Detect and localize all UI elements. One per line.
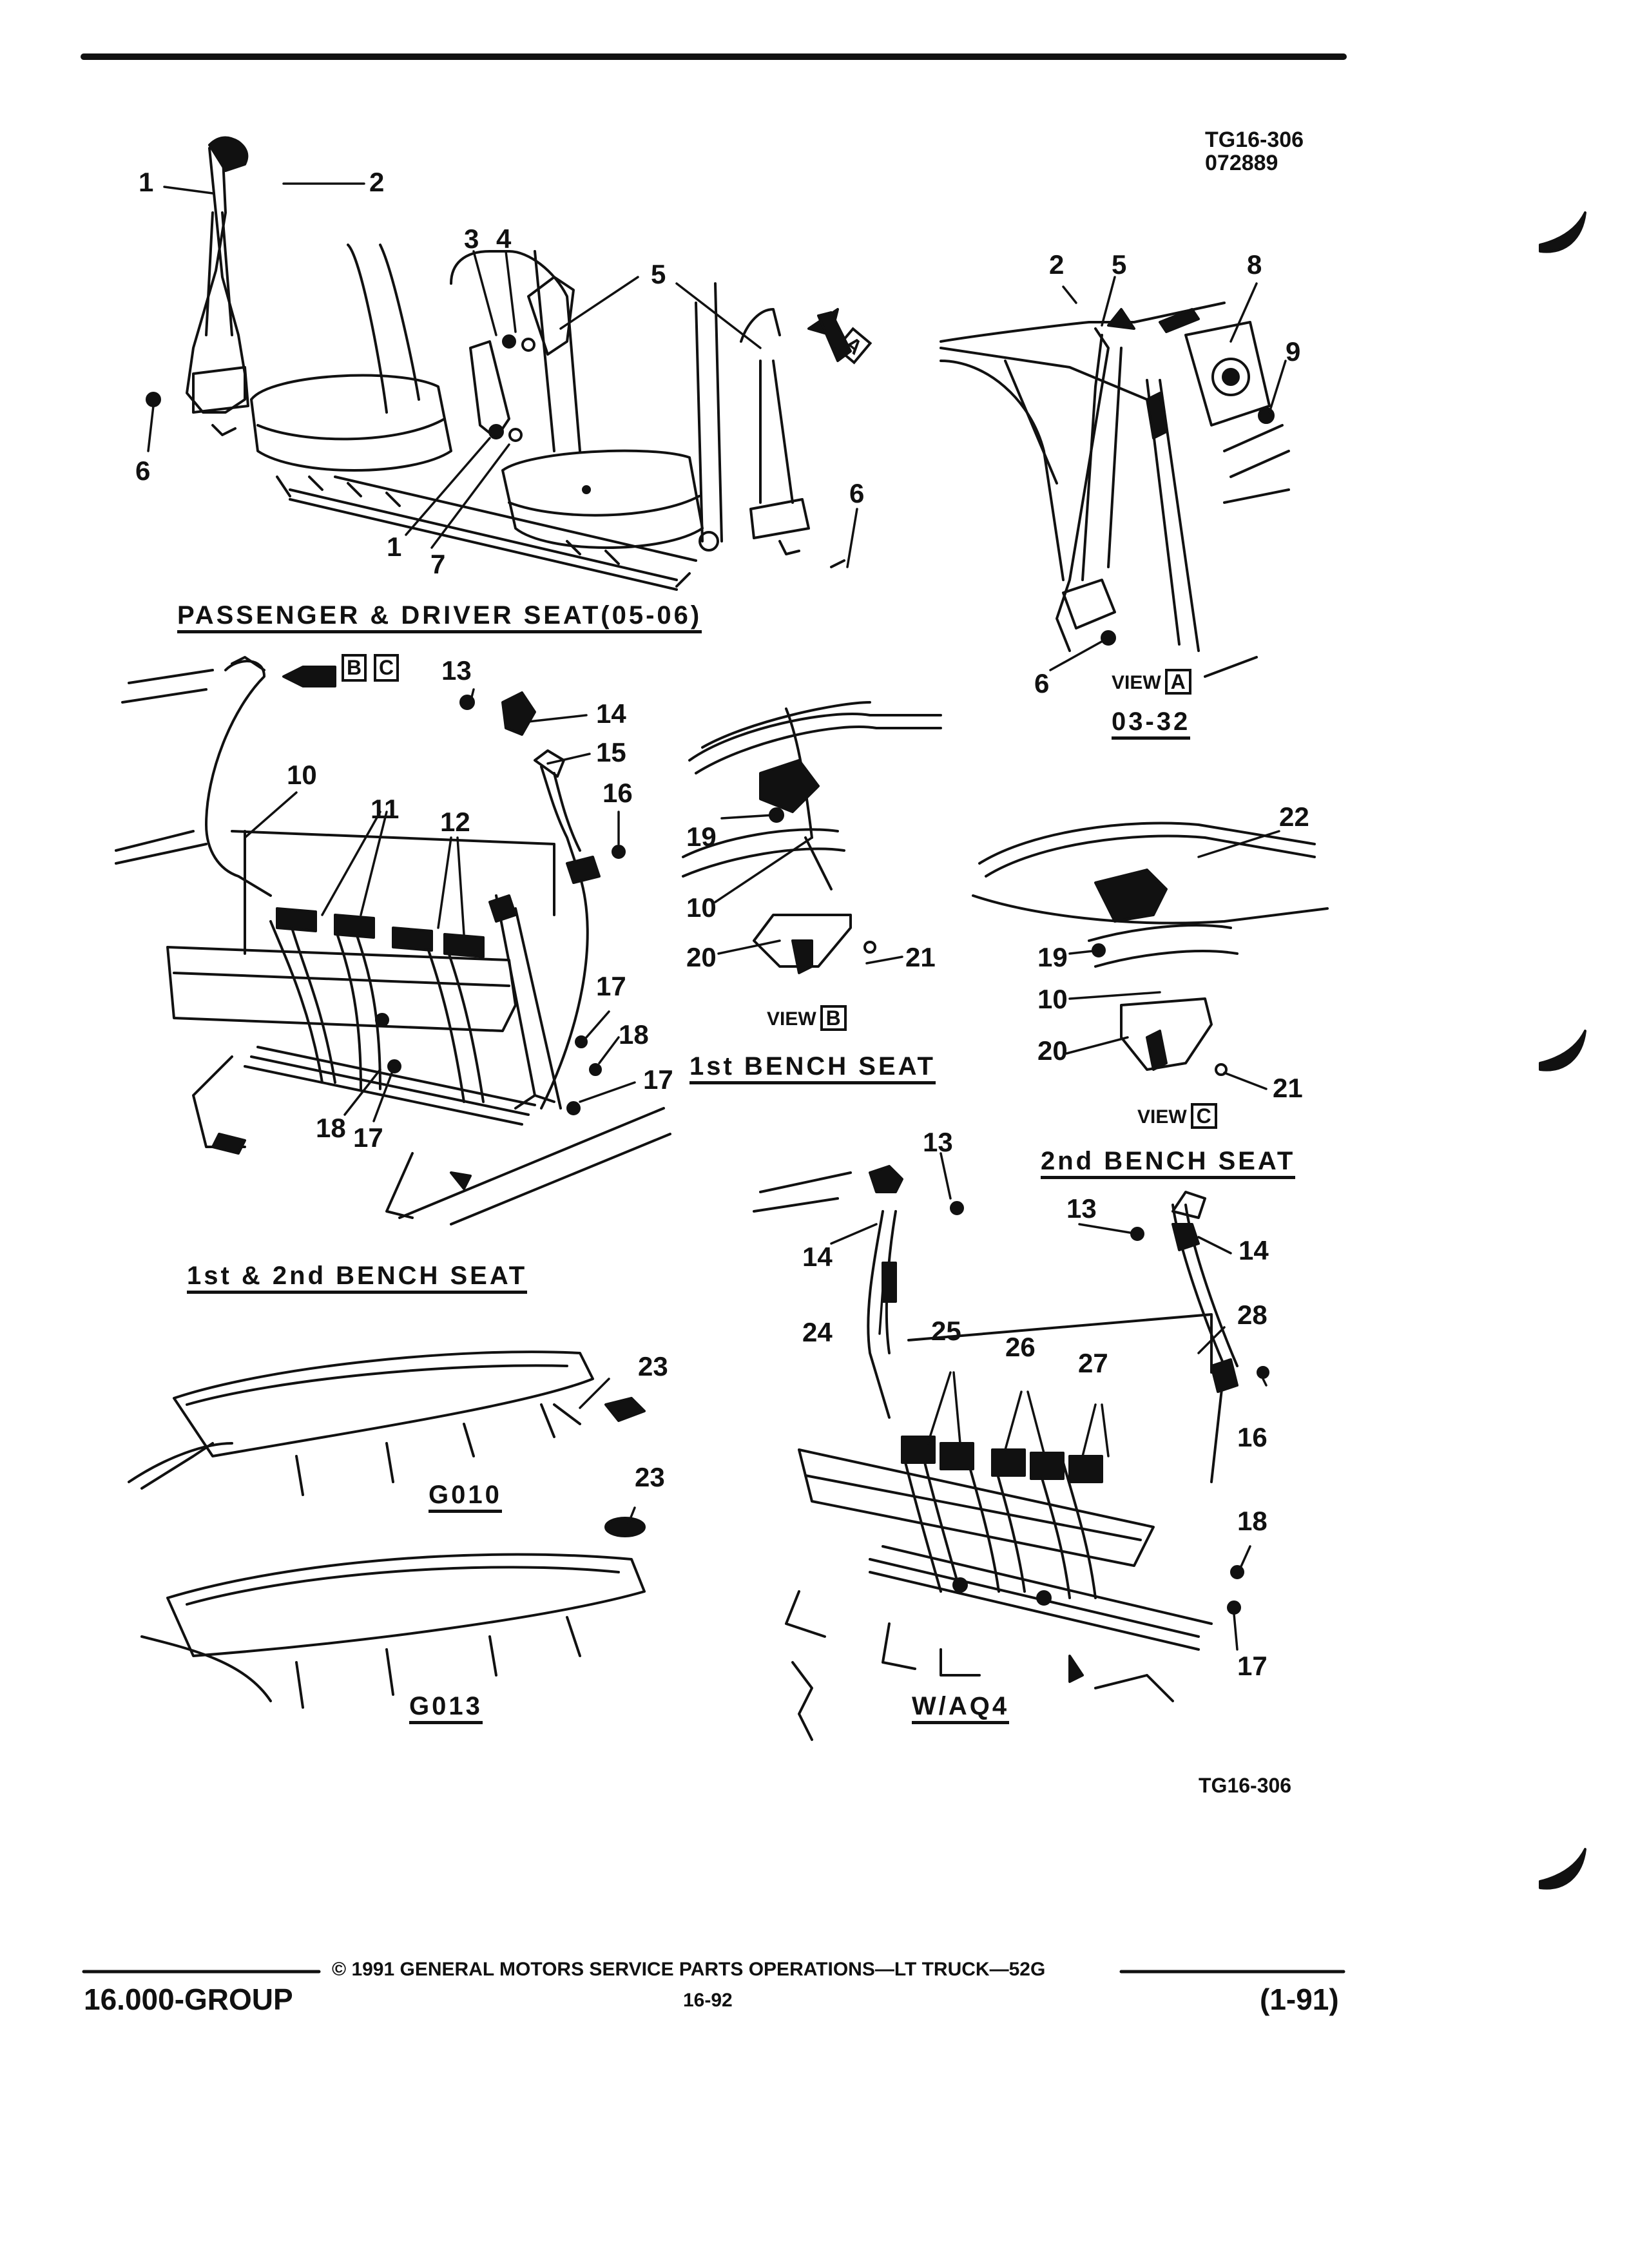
callout-24: 24 xyxy=(802,1317,833,1347)
g010-roof-drawing xyxy=(128,1350,646,1496)
callout-8: 8 xyxy=(1247,249,1262,280)
callout-23: 23 xyxy=(635,1462,665,1492)
caption-first-second-bench-seat: 1st & 2nd BENCH SEAT xyxy=(187,1263,528,1294)
figure-ref-header: TG16-306 072889 xyxy=(1205,128,1304,175)
callout-27: 27 xyxy=(1078,1348,1108,1378)
passenger-driver-seat-drawing xyxy=(146,136,852,591)
callout-21: 21 xyxy=(1273,1073,1303,1103)
callout-14: 14 xyxy=(1239,1235,1269,1265)
callout-4: 4 xyxy=(496,224,512,254)
callout-25: 25 xyxy=(931,1316,961,1346)
callout-6: 6 xyxy=(135,456,151,486)
callout-17: 17 xyxy=(596,971,626,1001)
margin-mark-1 xyxy=(1539,211,1586,253)
figure-ref-code: TG16-306 xyxy=(1205,128,1304,152)
callout-18: 18 xyxy=(316,1113,346,1143)
callout-3: 3 xyxy=(464,224,479,254)
figure-ref-date: 072889 xyxy=(1205,150,1278,175)
callout-16: 16 xyxy=(1237,1422,1268,1452)
footer-page-number: 16-92 xyxy=(683,1990,733,2011)
callout-23: 23 xyxy=(638,1351,668,1381)
callout-26: 26 xyxy=(1005,1332,1036,1362)
view-b-word: VIEW xyxy=(767,1008,816,1030)
callout-17: 17 xyxy=(353,1122,383,1153)
caption-passenger-driver-seat: PASSENGER & DRIVER SEAT(05-06) xyxy=(177,602,702,633)
bench-seat-drawing xyxy=(115,656,671,1225)
view-c-word: VIEW xyxy=(1137,1106,1187,1128)
callout-10: 10 xyxy=(686,892,717,923)
callout-15: 15 xyxy=(596,737,626,767)
callout-7: 7 xyxy=(430,549,446,579)
callout-leaders xyxy=(147,182,1287,1651)
callout-16: 16 xyxy=(602,778,633,808)
arrow-tag-b: B xyxy=(342,654,367,682)
caption-second-bench-seat: 2nd BENCH SEAT xyxy=(1041,1148,1296,1179)
callout-5: 5 xyxy=(651,259,666,289)
caption-view-a-code: 03-32 xyxy=(1112,709,1191,740)
callout-9: 9 xyxy=(1286,336,1301,367)
callout-20: 20 xyxy=(1037,1035,1068,1066)
callout-2: 2 xyxy=(369,167,385,197)
callout-11: 11 xyxy=(371,794,400,824)
footer-group: 16.000-GROUP xyxy=(84,1983,293,2016)
callout-18: 18 xyxy=(1237,1506,1268,1536)
callout-22: 22 xyxy=(1279,802,1309,832)
callout-20: 20 xyxy=(686,942,717,972)
callout-14: 14 xyxy=(596,698,626,729)
callout-13: 13 xyxy=(923,1127,953,1157)
view-c-drawing xyxy=(972,822,1329,1076)
callout-6: 6 xyxy=(1034,668,1050,698)
view-a-letter: A xyxy=(1164,669,1191,695)
callout-14: 14 xyxy=(802,1242,833,1272)
callout-1: 1 xyxy=(387,532,402,562)
callout-17: 17 xyxy=(643,1064,673,1095)
callout-18: 18 xyxy=(619,1019,649,1050)
waq4-bench-drawing xyxy=(753,1165,1269,1741)
callout-2: 2 xyxy=(1049,249,1065,280)
caption-first-bench-seat: 1st BENCH SEAT xyxy=(689,1053,936,1084)
margin-mark-3 xyxy=(1539,1848,1586,1890)
view-b-drawing xyxy=(682,701,942,974)
callout-6: 6 xyxy=(849,478,865,508)
callout-10: 10 xyxy=(1037,984,1068,1014)
callout-13: 13 xyxy=(1066,1193,1097,1224)
view-a-word: VIEW xyxy=(1112,672,1161,693)
footer-edition: (1-91) xyxy=(1260,1983,1339,2016)
caption-g013: G013 xyxy=(409,1693,483,1724)
callout-1: 1 xyxy=(139,167,154,197)
margin-mark-2 xyxy=(1539,1030,1586,1072)
view-b-letter: B xyxy=(820,1005,847,1031)
callout-12: 12 xyxy=(440,807,470,837)
view-c-letter: C xyxy=(1190,1103,1217,1129)
callout-19: 19 xyxy=(1037,942,1068,972)
caption-waq4: W/AQ4 xyxy=(912,1693,1010,1724)
g013-roof-drawing xyxy=(140,1517,646,1709)
figure-code-footer: TG16-306 xyxy=(1199,1774,1292,1797)
callout-13: 13 xyxy=(441,655,472,686)
caption-g010: G010 xyxy=(429,1482,502,1513)
callout-19: 19 xyxy=(686,822,717,852)
callout-17: 17 xyxy=(1237,1651,1268,1681)
arrow-tag-c: C xyxy=(374,654,400,682)
callout-5: 5 xyxy=(1112,249,1127,280)
view-a-drawing xyxy=(940,302,1290,678)
callout-21: 21 xyxy=(905,942,936,972)
callout-10: 10 xyxy=(287,760,317,790)
callout-28: 28 xyxy=(1237,1300,1268,1330)
footer-copyright: © 1991 GENERAL MOTORS SERVICE PARTS OPER… xyxy=(332,1959,1046,1980)
